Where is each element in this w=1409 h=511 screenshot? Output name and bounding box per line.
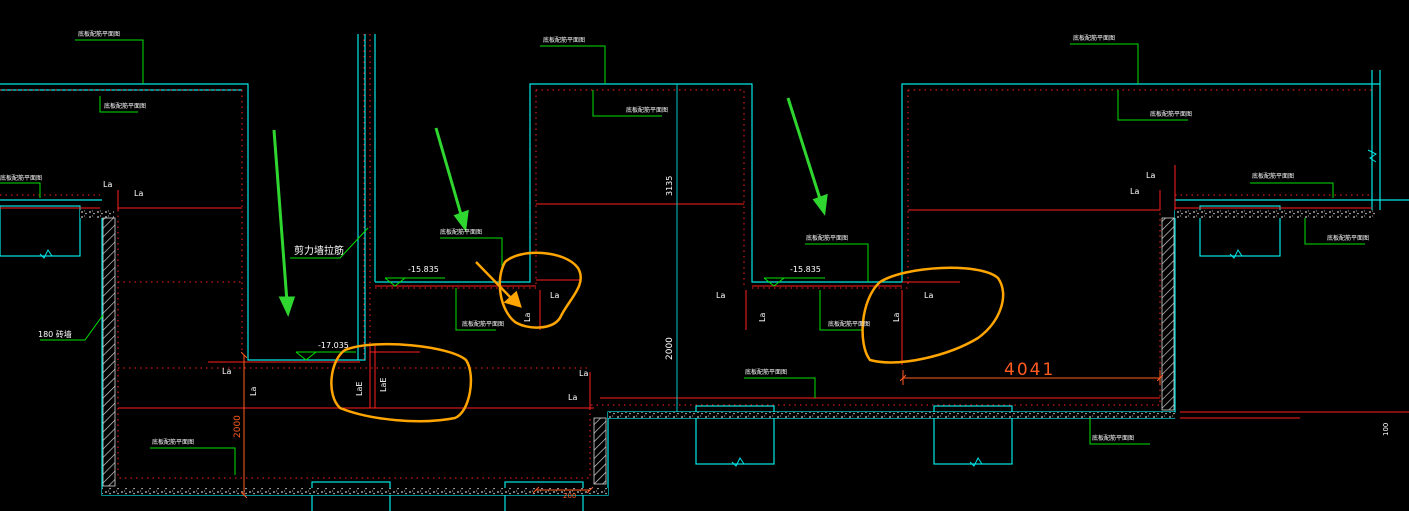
dimension-lines bbox=[244, 355, 1160, 495]
la-5: La bbox=[716, 291, 725, 300]
dim-200: 200 bbox=[563, 492, 576, 500]
la-13: La bbox=[523, 313, 532, 322]
elevation-3: -17.035 bbox=[318, 341, 349, 350]
label-rebar-14: 底板配筋平面图 bbox=[745, 368, 787, 376]
highlight-circles bbox=[330, 251, 1005, 423]
la-9: La bbox=[579, 369, 588, 378]
label-rebar-1: 底板配筋平面图 bbox=[78, 30, 120, 38]
label-rebar-10: 底板配筋平面图 bbox=[440, 228, 482, 236]
la-11: La bbox=[758, 313, 767, 322]
elevation-markers bbox=[295, 277, 825, 361]
other-labels: 剪力墙拉筋 180 砖墙 bbox=[38, 244, 344, 339]
label-rebar-7: 底板配筋平面图 bbox=[1150, 110, 1192, 118]
label-rebar-2: 底板配筋平面图 bbox=[104, 102, 146, 110]
la-4: La bbox=[1130, 187, 1139, 196]
dim-2000-mid: 2000 bbox=[665, 337, 675, 360]
la-7: La bbox=[924, 291, 933, 300]
label-rebar-6: 底板配筋平面图 bbox=[1073, 34, 1115, 42]
dim-4041: 4041 bbox=[1004, 360, 1055, 380]
green-arrows bbox=[272, 97, 828, 318]
la-10: La bbox=[568, 393, 577, 402]
elevation-1: -15.835 bbox=[408, 265, 439, 274]
label-rebar-12: 底板配筋平面图 bbox=[806, 234, 848, 242]
lae-1: LaE bbox=[355, 382, 364, 396]
la-labels: La La La La La La La La La La La La La L… bbox=[103, 171, 1155, 402]
label-rebar-16: 底板配筋平面图 bbox=[1092, 434, 1134, 442]
la-6: La bbox=[550, 291, 559, 300]
rebar-lines bbox=[0, 34, 1409, 479]
label-rebar-15: 底板配筋平面图 bbox=[152, 438, 194, 446]
label-rebar-8: 底板配筋平面图 bbox=[1252, 172, 1294, 180]
dim-2000-left: 2000 bbox=[233, 415, 243, 438]
break-line bbox=[39, 149, 1377, 467]
lae-2: LaE bbox=[379, 378, 388, 392]
label-rebar-9: 底板配筋平面图 bbox=[1327, 234, 1369, 242]
brick-wall-hatch bbox=[102, 217, 1175, 487]
shear-wall-label: 剪力墙拉筋 bbox=[294, 244, 344, 257]
label-rebar-5: 底板配筋平面图 bbox=[626, 106, 668, 114]
wall-outline bbox=[0, 34, 1409, 511]
wall-180-label: 180 砖墙 bbox=[38, 329, 72, 339]
orange-arrow bbox=[475, 261, 522, 308]
label-rebar-11: 底板配筋平面图 bbox=[462, 320, 504, 328]
label-rebar-4: 底板配筋平面图 bbox=[543, 36, 585, 44]
la-2: La bbox=[134, 189, 143, 198]
annotations: 底板配筋平面图 底板配筋平面图 底板配筋平面图 底板配筋平面图 底板配筋平面图 … bbox=[0, 30, 1369, 446]
la-3: La bbox=[1146, 171, 1155, 180]
elevation-texts: -15.835 -15.835 -17.035 bbox=[318, 265, 821, 350]
elevation-2: -15.835 bbox=[790, 265, 821, 274]
dim-3135: 3135 bbox=[665, 176, 674, 196]
leader-lines bbox=[0, 39, 1365, 475]
dim-100: 100 bbox=[1382, 423, 1390, 436]
gravel-layer bbox=[80, 210, 1375, 495]
label-rebar-13: 底板配筋平面图 bbox=[828, 320, 870, 328]
la-1: La bbox=[103, 180, 112, 189]
label-rebar-3: 底板配筋平面图 bbox=[0, 174, 42, 182]
la-14: La bbox=[249, 387, 258, 396]
dimension-texts: 4041 2000 2000 3135 200 100 bbox=[233, 176, 1390, 500]
la-8: La bbox=[222, 367, 231, 376]
la-12: La bbox=[892, 313, 901, 322]
